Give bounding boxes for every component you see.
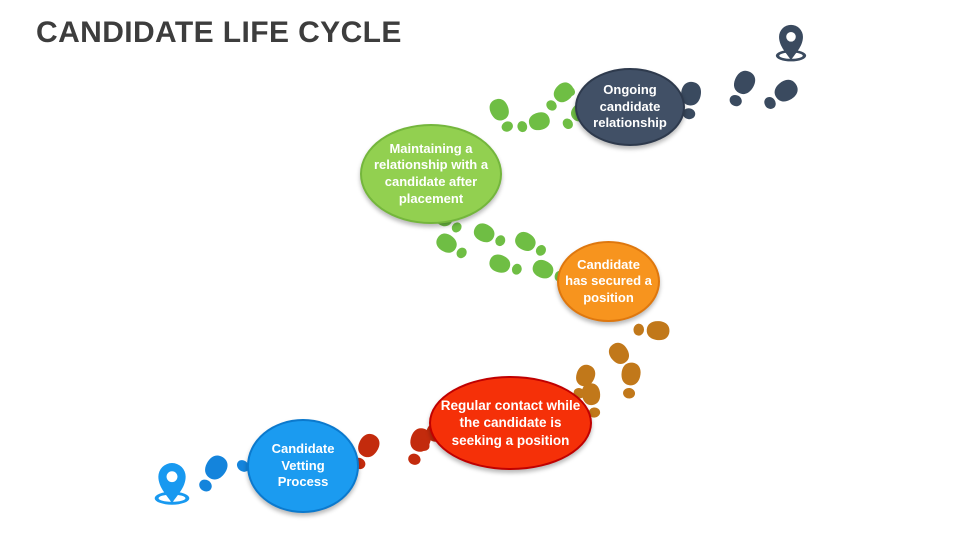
stage-label: Regular contact while the candidate is s… [440, 398, 581, 448]
trail-start-to-vetting-footsteps-icon [193, 451, 250, 496]
page-title: CANDIDATE LIFE CYCLE [36, 16, 402, 49]
stage-candidate-vetting-process: Candidate Vetting Process [247, 419, 359, 513]
trail-ongoing-to-end-footsteps-icon [677, 67, 802, 121]
trail-maintaining-to-ongoing-footsteps-icon [486, 78, 595, 136]
stage-label: Maintaining a relationship with a candid… [373, 140, 489, 206]
end-location-pin-icon [775, 24, 807, 62]
stage-label: Candidate has secured a position [565, 256, 652, 305]
stage-secured-position: Candidate has secured a position [557, 241, 660, 322]
stage-label: Ongoing candidate relationship [593, 82, 667, 131]
stage-label: Candidate Vetting Process [271, 441, 335, 490]
stage-regular-contact: Regular contact while the candidate is s… [429, 376, 592, 470]
stage-ongoing-relationship: Ongoing candidate relationship [575, 68, 685, 146]
stage-maintaining-relationship: Maintaining a relationship with a candid… [360, 124, 502, 224]
start-location-pin-icon [154, 463, 190, 505]
